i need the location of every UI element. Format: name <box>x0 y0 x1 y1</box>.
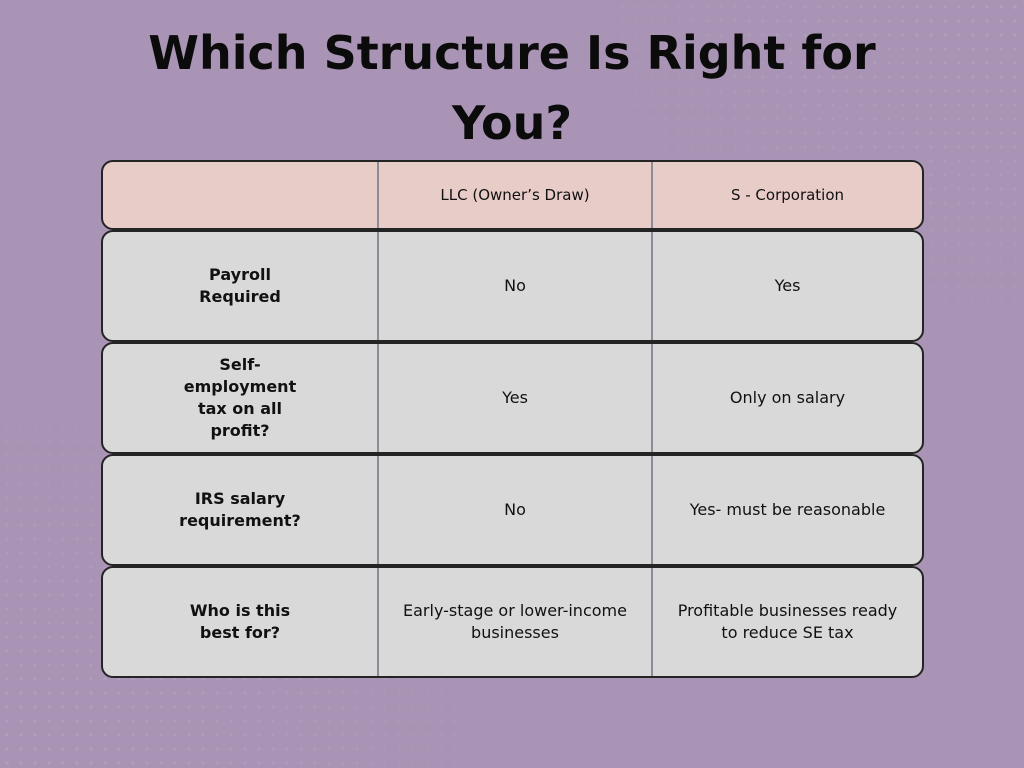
header-blank-cell <box>103 162 377 228</box>
table-row: Payroll Required No Yes <box>101 230 924 342</box>
table-row: Self-employment tax on all profit? Yes O… <box>101 342 924 454</box>
header-scorp-cell: S - Corporation <box>651 162 922 228</box>
title-line-2: You? <box>451 96 573 150</box>
row-llc-value: No <box>377 456 651 564</box>
table-header-row: LLC (Owner’s Draw) S - Corporation <box>101 160 924 230</box>
page-title: Which Structure Is Right for You? <box>0 18 1024 158</box>
row-scorp-value: Yes <box>651 232 922 340</box>
row-scorp-value: Yes- must be reasonable <box>651 456 922 564</box>
row-label: Self-employment tax on all profit? <box>183 355 297 440</box>
row-scorp-value: Profitable businesses ready to reduce SE… <box>651 568 922 676</box>
row-label: Who is this best for? <box>189 601 291 642</box>
table-row: Who is this best for? Early-stage or low… <box>101 566 924 678</box>
title-line-1: Which Structure Is Right for <box>148 26 876 80</box>
row-label: Payroll Required <box>199 265 281 306</box>
row-scorp-value: Only on salary <box>651 344 922 452</box>
row-llc-value: Yes <box>377 344 651 452</box>
comparison-table: LLC (Owner’s Draw) S - Corporation Payro… <box>101 160 924 678</box>
row-label: IRS salary requirement? <box>179 489 301 530</box>
row-llc-value: Early-stage or lower-income businesses <box>377 568 651 676</box>
table-row: IRS salary requirement? No Yes- must be … <box>101 454 924 566</box>
header-llc-cell: LLC (Owner’s Draw) <box>377 162 651 228</box>
row-llc-value: No <box>377 232 651 340</box>
